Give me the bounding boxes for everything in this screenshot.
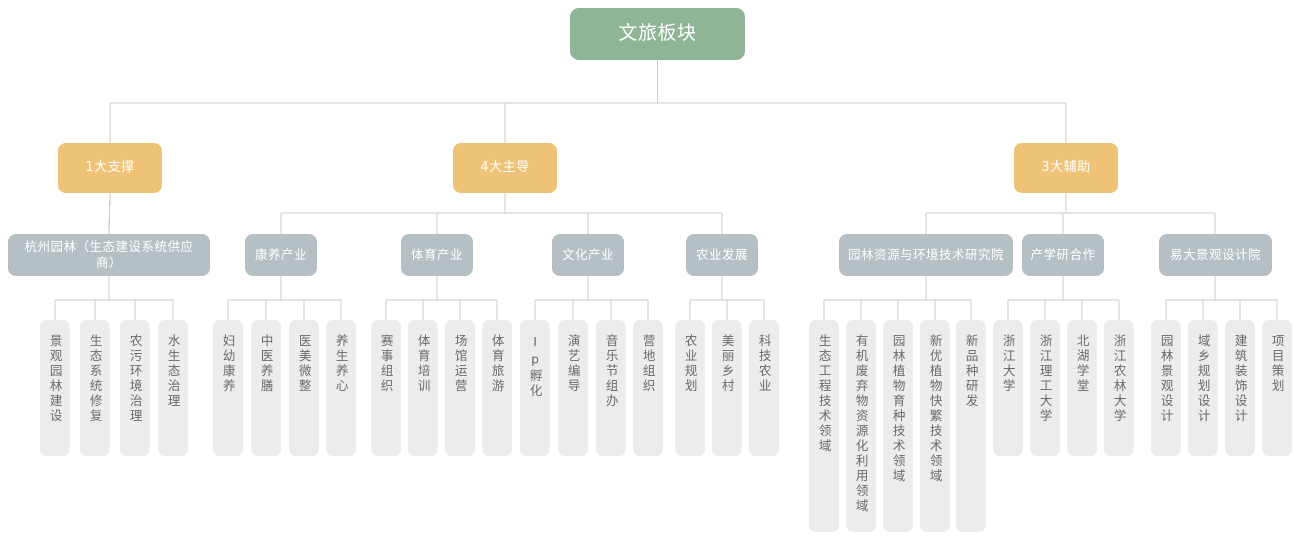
node-branch-institute[interactable]: 园林资源与环境技术研究院 bbox=[839, 234, 1013, 276]
node-leaf-label: 营地组织 bbox=[640, 334, 656, 394]
node-leaf[interactable]: 浙江大学 bbox=[993, 320, 1023, 456]
node-leaf[interactable]: 妇幼康养 bbox=[213, 320, 243, 456]
node-leaf[interactable]: 园林景观设计 bbox=[1151, 320, 1181, 456]
node-leaf[interactable]: Ip孵化 bbox=[520, 320, 550, 456]
node-leaf[interactable]: 北湖学堂 bbox=[1067, 320, 1097, 456]
node-leaf[interactable]: 景观园林建设 bbox=[40, 320, 70, 456]
node-category-support[interactable]: 1大支撑 bbox=[58, 143, 162, 193]
node-branch-health-label: 康养产业 bbox=[254, 247, 307, 263]
node-category-support-label: 1大支撑 bbox=[85, 159, 135, 175]
node-leaf-label: 园林植物育种技术领域 bbox=[890, 334, 906, 484]
node-leaf-label: 水生态治理 bbox=[165, 334, 181, 409]
node-branch-sports[interactable]: 体育产业 bbox=[401, 234, 473, 276]
node-leaf[interactable]: 域乡规划设计 bbox=[1188, 320, 1218, 456]
node-leaf[interactable]: 浙江农林大学 bbox=[1104, 320, 1134, 456]
node-branch-institute-label: 园林资源与环境技术研究院 bbox=[847, 247, 1004, 263]
node-leaf[interactable]: 浙江理工大学 bbox=[1030, 320, 1060, 456]
node-leaf-label: 中医养膳 bbox=[258, 334, 274, 394]
node-leaf[interactable]: 养生养心 bbox=[326, 320, 356, 456]
node-root-label: 文旅板块 bbox=[618, 22, 697, 45]
node-leaf[interactable]: 项目策划 bbox=[1262, 320, 1292, 456]
node-category-assist[interactable]: 3大辅助 bbox=[1014, 143, 1118, 193]
node-leaf[interactable]: 农污环境治理 bbox=[120, 320, 150, 456]
node-branch-yida-label: 易大景观设计院 bbox=[1169, 247, 1261, 263]
connector-single bbox=[108, 192, 111, 235]
node-branch-hz-garden-label: 杭州园林（生态建设系统供应商） bbox=[24, 239, 194, 270]
node-leaf-label: 场馆运营 bbox=[452, 334, 468, 394]
node-leaf-label: 新优植物快繁技术领域 bbox=[927, 334, 943, 484]
node-leaf[interactable]: 科技农业 bbox=[749, 320, 779, 456]
node-leaf[interactable]: 医美微整 bbox=[289, 320, 319, 456]
node-leaf[interactable]: 体育旅游 bbox=[482, 320, 512, 456]
node-leaf-label: 生态系统修复 bbox=[87, 334, 103, 424]
node-branch-sports-label: 体育产业 bbox=[410, 247, 463, 263]
node-leaf[interactable]: 营地组织 bbox=[633, 320, 663, 456]
node-branch-hz-garden[interactable]: 杭州园林（生态建设系统供应商） bbox=[8, 234, 210, 276]
node-leaf-label: Ip孵化 bbox=[527, 334, 543, 399]
node-root[interactable]: 文旅板块 bbox=[570, 8, 745, 60]
node-leaf-label: 赛事组织 bbox=[378, 334, 394, 394]
node-leaf[interactable]: 音乐节组办 bbox=[596, 320, 626, 456]
node-leaf[interactable]: 场馆运营 bbox=[445, 320, 475, 456]
node-branch-yida[interactable]: 易大景观设计院 bbox=[1159, 234, 1272, 276]
node-branch-coop[interactable]: 产学研合作 bbox=[1022, 234, 1104, 276]
node-leaf[interactable]: 演艺编导 bbox=[558, 320, 588, 456]
node-leaf-label: 浙江农林大学 bbox=[1111, 334, 1127, 424]
node-category-leading-label: 4大主导 bbox=[480, 159, 530, 175]
node-leaf[interactable]: 建筑装饰设计 bbox=[1225, 320, 1255, 456]
node-leaf[interactable]: 新优植物快繁技术领域 bbox=[920, 320, 950, 532]
node-branch-culture-label: 文化产业 bbox=[561, 247, 614, 263]
node-leaf[interactable]: 生态系统修复 bbox=[80, 320, 110, 456]
node-leaf[interactable]: 赛事组织 bbox=[371, 320, 401, 456]
node-category-assist-label: 3大辅助 bbox=[1041, 159, 1091, 175]
node-leaf-label: 妇幼康养 bbox=[220, 334, 236, 394]
node-leaf-label: 体育培训 bbox=[415, 334, 431, 394]
node-branch-coop-label: 产学研合作 bbox=[1030, 247, 1096, 263]
node-leaf-label: 建筑装饰设计 bbox=[1232, 334, 1248, 424]
node-leaf[interactable]: 农业规划 bbox=[675, 320, 705, 456]
node-leaf-label: 浙江理工大学 bbox=[1037, 334, 1053, 424]
node-leaf-label: 农污环境治理 bbox=[127, 334, 143, 424]
node-leaf[interactable]: 水生态治理 bbox=[158, 320, 188, 456]
node-leaf-label: 医美微整 bbox=[296, 334, 312, 394]
node-leaf-label: 北湖学堂 bbox=[1074, 334, 1090, 394]
node-leaf-label: 养生养心 bbox=[333, 334, 349, 394]
node-leaf[interactable]: 生态工程技术领域 bbox=[809, 320, 839, 532]
node-leaf-label: 生态工程技术领域 bbox=[816, 334, 832, 454]
node-branch-agriculture-label: 农业发展 bbox=[695, 247, 748, 263]
node-leaf[interactable]: 中医养膳 bbox=[251, 320, 281, 456]
node-category-leading[interactable]: 4大主导 bbox=[453, 143, 557, 193]
node-branch-culture[interactable]: 文化产业 bbox=[552, 234, 624, 276]
node-leaf-label: 有机废弃物资源化利用领域 bbox=[853, 334, 869, 514]
node-branch-health[interactable]: 康养产业 bbox=[245, 234, 317, 276]
node-leaf[interactable]: 新品种研发 bbox=[956, 320, 986, 532]
node-leaf-label: 域乡规划设计 bbox=[1195, 334, 1211, 424]
node-leaf-label: 景观园林建设 bbox=[47, 334, 63, 424]
node-leaf[interactable]: 有机废弃物资源化利用领域 bbox=[846, 320, 876, 532]
node-branch-agriculture[interactable]: 农业发展 bbox=[686, 234, 758, 276]
node-leaf[interactable]: 美丽乡村 bbox=[712, 320, 742, 456]
node-leaf-label: 音乐节组办 bbox=[603, 334, 619, 409]
node-leaf-label: 园林景观设计 bbox=[1158, 334, 1174, 424]
node-leaf-label: 美丽乡村 bbox=[719, 334, 735, 394]
node-leaf[interactable]: 园林植物育种技术领域 bbox=[883, 320, 913, 532]
node-leaf-label: 项目策划 bbox=[1269, 334, 1285, 394]
node-leaf-label: 新品种研发 bbox=[963, 334, 979, 409]
node-leaf-label: 科技农业 bbox=[756, 334, 772, 394]
node-leaf[interactable]: 体育培训 bbox=[408, 320, 438, 456]
node-leaf-label: 演艺编导 bbox=[565, 334, 581, 394]
node-leaf-label: 浙江大学 bbox=[1000, 334, 1016, 394]
node-leaf-label: 农业规划 bbox=[682, 334, 698, 394]
node-leaf-label: 体育旅游 bbox=[489, 334, 505, 394]
